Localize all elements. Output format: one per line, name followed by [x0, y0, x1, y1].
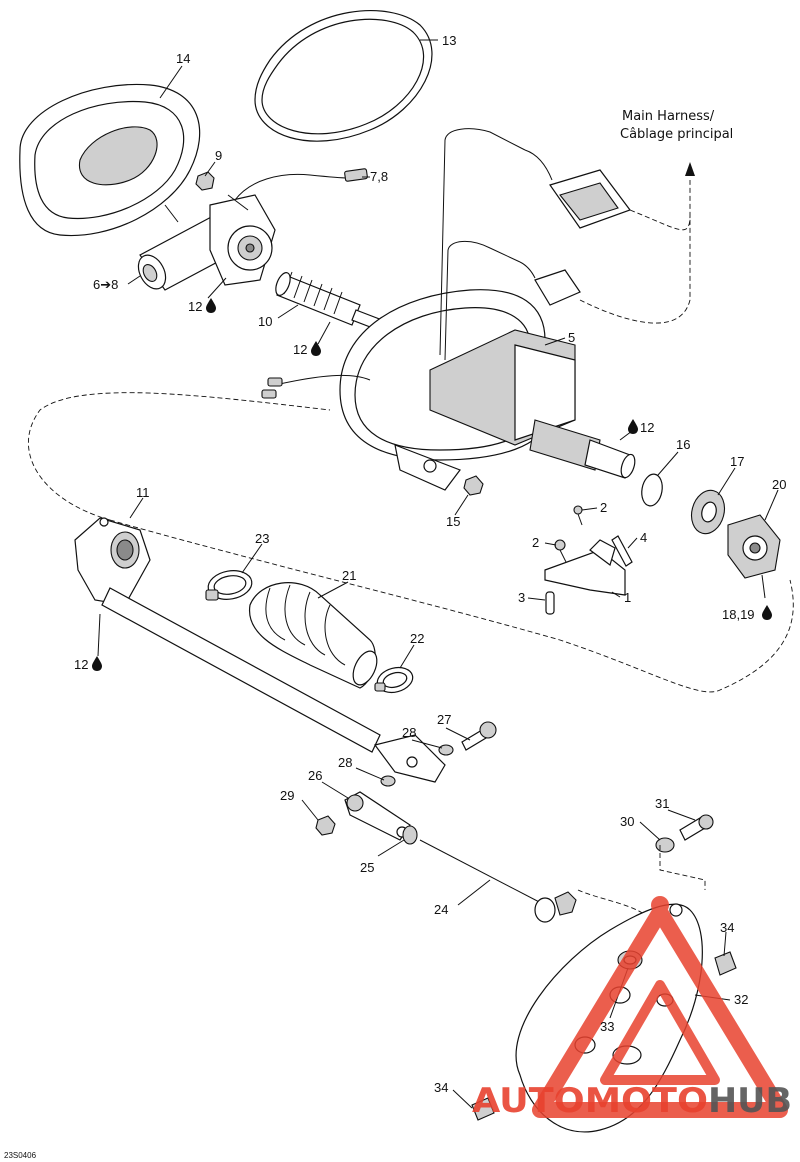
- part-25-washer: [402, 825, 418, 845]
- part-30-washer: [655, 837, 675, 853]
- callout-5: 5: [568, 330, 575, 345]
- part-13-seal-ring: [254, 10, 433, 142]
- callout-4: 4: [640, 530, 647, 545]
- callout-33: 33: [600, 1019, 614, 1034]
- callout-34-right: 34: [720, 920, 734, 935]
- part-27-bolt: [461, 721, 497, 751]
- callout-12-worm: 12: [293, 342, 307, 357]
- part-9-nut: [195, 171, 215, 191]
- callout-12-motor: 12: [188, 299, 202, 314]
- part-22-clamp: [374, 666, 414, 694]
- callout-15: 15: [446, 514, 460, 529]
- part-34-bolt-b: [471, 1097, 495, 1121]
- part-3-pin: [545, 591, 555, 615]
- callout-16: 16: [676, 437, 690, 452]
- callout-21: 21: [342, 568, 356, 583]
- harness-label-line1: Main Harness/: [622, 109, 715, 124]
- oil-drop-icons: [92, 298, 772, 671]
- watermark-text-2: HUB: [708, 1081, 792, 1121]
- callout-23: 23: [255, 531, 269, 546]
- arrow-up-icon: [685, 162, 695, 176]
- callout-17: 17: [730, 454, 744, 469]
- harness-leader: [579, 180, 691, 324]
- callout-10: 10: [258, 314, 272, 329]
- callout-12-shaft: 12: [640, 420, 654, 435]
- oil-drop-icon: [311, 341, 321, 356]
- shaft-end-yoke: [373, 734, 446, 783]
- oil-drop-icon: [206, 298, 216, 313]
- part-14-cover: [19, 83, 201, 237]
- callout-20: 20: [772, 477, 786, 492]
- part-29-nut: [315, 815, 336, 836]
- callout-6-8: 6➔8: [93, 277, 118, 292]
- part-15-nut: [463, 475, 484, 496]
- callout-31: 31: [655, 796, 669, 811]
- callout-24: 24: [434, 902, 448, 917]
- part-20-nut: [727, 514, 781, 579]
- oil-drop-icon: [628, 419, 638, 434]
- callout-14: 14: [176, 51, 190, 66]
- callout-13: 13: [442, 33, 456, 48]
- harness-label-line2: Câblage principal: [620, 127, 733, 142]
- callout-7-8: 7,8: [370, 169, 388, 184]
- callout-27: 27: [437, 712, 451, 727]
- part-31-bolt: [679, 814, 714, 841]
- part-21-boot: [248, 582, 378, 689]
- callout-25: 25: [360, 860, 374, 875]
- dashed-assembly-loop: [28, 392, 794, 693]
- callout-30: 30: [620, 814, 634, 829]
- part-4-pin: [611, 535, 633, 567]
- part-10-worm-gear: [275, 271, 383, 331]
- oil-drop-icon: [762, 605, 772, 620]
- part-2-screws: [554, 505, 583, 563]
- callout-9: 9: [215, 148, 222, 163]
- part-5-actuator-housing: [261, 128, 636, 491]
- watermark-text-1: AUTOMOTO: [472, 1081, 708, 1121]
- callout-12-bushing: 12: [74, 657, 88, 672]
- watermark: AUTOMOTO HUB: [472, 896, 792, 1121]
- part-11-shaft: [74, 517, 381, 753]
- part-17-washer: [690, 489, 726, 535]
- callout-18-19: 18,19: [722, 607, 755, 622]
- part-7-8-wire: [234, 168, 368, 201]
- callout-2-top: 2: [600, 500, 607, 515]
- part-6-8-motor: [137, 194, 276, 291]
- part-16-o-ring: [641, 473, 663, 507]
- callout-34-left: 34: [434, 1080, 448, 1095]
- part-28-washer-b: [380, 775, 396, 787]
- callout-1: 1: [624, 590, 631, 605]
- part-28-washer-a: [438, 744, 454, 756]
- harness-connectors: [519, 149, 631, 306]
- callout-3: 3: [518, 590, 525, 605]
- part-24-rod: [419, 839, 577, 923]
- callout-26: 26: [308, 768, 322, 783]
- callout-28-top: 28: [402, 725, 416, 740]
- oil-drop-icon: [92, 656, 102, 671]
- part-34-bolt-a: [714, 951, 737, 976]
- part-23-clamp: [205, 570, 253, 601]
- callout-22: 22: [410, 631, 424, 646]
- callout-29: 29: [280, 788, 294, 803]
- part-1-bracket: [544, 539, 626, 596]
- callouts: 14 13 9 7,8 6➔8 12 10 12 5 12 16 17 20 1…: [74, 33, 786, 1095]
- part-26-lever: [344, 791, 411, 841]
- drawing-code: 23S0406: [4, 1151, 37, 1160]
- callout-11: 11: [136, 485, 150, 500]
- triangle-logo-icon: [532, 896, 788, 1118]
- callout-28-bottom: 28: [338, 755, 352, 770]
- callout-2-bottom: 2: [532, 535, 539, 550]
- callout-32: 32: [734, 992, 748, 1007]
